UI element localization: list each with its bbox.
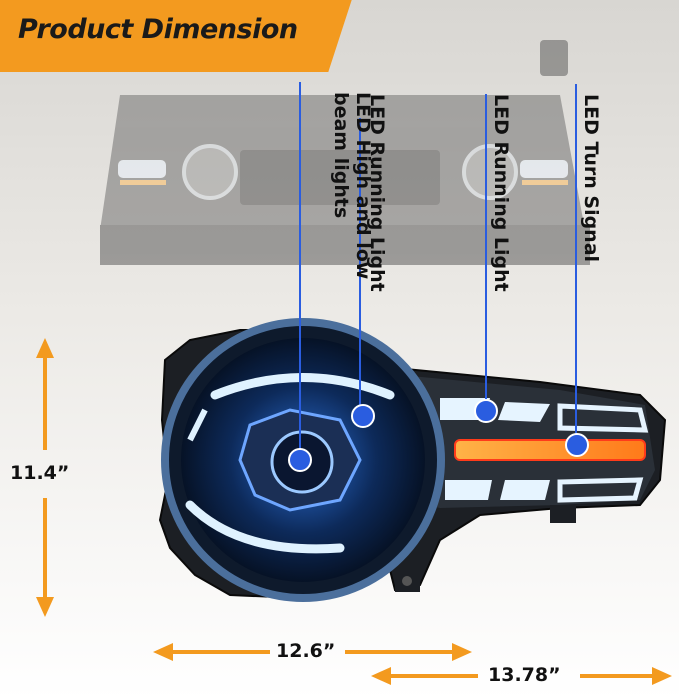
- vehicle-background: [100, 40, 590, 265]
- dimension-width: 12.6”: [276, 640, 336, 662]
- callout-label-running-light-2: LED Running Light: [490, 94, 512, 292]
- dimension-arrows: [36, 338, 672, 685]
- callout-label-beam-lights: LED High and low beam lights: [330, 92, 374, 280]
- callout-lines: [299, 82, 577, 456]
- callout-dot-beam: [288, 448, 312, 472]
- callout-dot-turn: [565, 433, 589, 457]
- headlight-unit: [158, 318, 667, 602]
- callout-label-running-light-1: LED Running Light: [366, 94, 388, 292]
- callout-label-turn-signal: LED Turn Signal: [580, 94, 602, 263]
- callout-dot-running-1: [351, 404, 375, 428]
- callout-dot-running-2: [474, 399, 498, 423]
- dimension-height: 11.4”: [10, 462, 70, 484]
- dimension-depth: 13.78”: [488, 664, 561, 686]
- page-title: Product Dimension: [18, 14, 298, 45]
